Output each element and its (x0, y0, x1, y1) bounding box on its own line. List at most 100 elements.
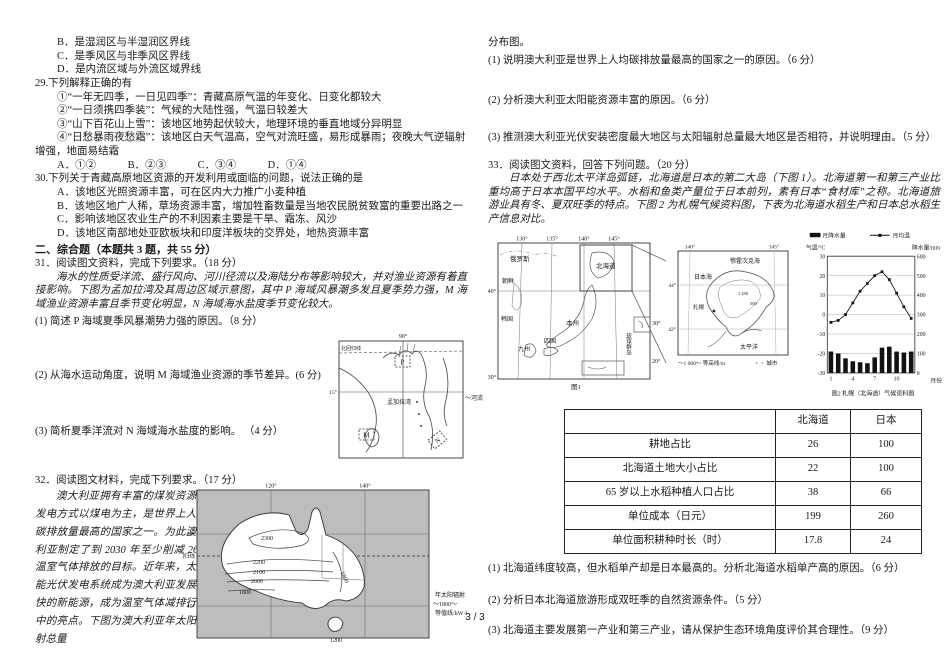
svg-text:0: 0 (822, 312, 825, 318)
hokkaido-okhotsk-label: 鄂霍次克海 (730, 257, 760, 265)
table-header-hokkaido: 北海道 (775, 408, 851, 434)
aus-lon-120-label: 120° (265, 483, 277, 490)
hokkaido-lon-145: 145° (769, 243, 779, 250)
bengal-bay-label: 孟加拉湾 (387, 398, 411, 406)
japan-lat-30-right: 30° (652, 320, 661, 327)
table-header-blank (564, 408, 776, 434)
q30-stem: 30.下列关于青藏高原地区资源的开发利用或面临的问题，说法正确的是 (35, 173, 364, 185)
table-row: 北海道土地大小占比 22 100 (564, 456, 922, 482)
svg-text:10: 10 (819, 293, 825, 299)
q28-option-c: C．是季风区与非季风区界线 (57, 50, 191, 62)
q32-sub2: (2) 分析澳大利亚太阳能资源丰富的原因。（6 分） (488, 95, 716, 107)
aus-lat-40-label: 40° (187, 603, 196, 610)
q33-sub2: (2) 分析日本北海道旅游形成双旺季的自然资源条件。（5 分） (488, 595, 768, 607)
hokkaido-pacific-label: 太平洋 (740, 343, 758, 351)
aus-lon-140-label: 140° (359, 483, 371, 490)
japan-lon-130: 130° (516, 235, 528, 242)
right-column: 分布图。 (1) 说明澳大利亚是世界上人均碳排放量最高的国家之一的原因。（6 分… (488, 30, 942, 638)
svg-text:300: 300 (917, 312, 926, 318)
japan-label-skorea: 韩国 (501, 315, 513, 323)
svg-text:30: 30 (819, 254, 825, 260)
q29-item-3: ③“山下百花山上雪”：该地区地势起伏较大，地理环境的垂直地域分异明显 (57, 118, 403, 130)
bengal-p-label: P (401, 359, 405, 367)
aus-iso-2000: 2000 (251, 579, 263, 585)
q31-sub1: (1) 简述 P 海域夏季风暴潮势力强的原因。（8 分） (35, 316, 263, 328)
japan-label-ryukyu: 琉球群岛 (625, 332, 632, 357)
q28-option-d: D．是内流区域与外流区域界线 (57, 64, 202, 76)
aus-iso-2200: 2200 (253, 560, 265, 566)
hokkaido-lat-44: 44° (668, 282, 676, 289)
hokkaido-lat-42: 42° (668, 326, 676, 333)
chart-temp-axis-label: 气温/°C (806, 243, 826, 251)
hokkaido-contour-500: 500 (750, 301, 758, 306)
japan-label-kyushu: 九州 (518, 345, 530, 353)
figure-row: 130° 135° 140° 145° 40° 30° (488, 231, 942, 403)
japan-lon-135: 135° (546, 235, 558, 242)
q28-option-b: B．是湿润区与半湿润区界线 (57, 37, 191, 48)
hokkaido-contour-legend: ～1 000～ 等高线/m (678, 359, 726, 367)
bengal-bay-map: 90° 北回归线 15° 孟加拉湾 P M N ～河流 (329, 333, 483, 459)
svg-text:-30: -30 (818, 371, 826, 377)
aus-lat-20-label: 20° (187, 531, 196, 538)
japan-lat-30-left: 30° (488, 374, 497, 381)
svg-text:500: 500 (917, 274, 926, 280)
q31-stem: 31．阅读图文资料，完成下列要求。（18 分） (35, 257, 243, 269)
svg-text:0: 0 (917, 371, 920, 377)
figure-2-caption: 图2 札幌（北海道）气候资料图 (832, 389, 915, 397)
hokkaido-inset-map: 140° 145° 44° 42° 札幌 1 200 500 日本海 鄂霍次克海… (668, 243, 789, 367)
q32-sub3: (3) 推测澳大利亚光伏安装密度最大地区与太阳辐射总量最大地区是否相符，并说明理… (488, 131, 936, 143)
aus-legend-line2: 等值线/kW·h/m² (435, 609, 467, 617)
chart-legend-temp: 月均温 (892, 231, 910, 239)
hokkaido-japan-sea-label: 日本海 (694, 273, 712, 281)
q32-material: 澳大利亚拥有丰富的煤炭资源，发电方式以煤电为主，是世界上人均碳排放量最高的国家之… (35, 491, 207, 645)
q32-sub1: (1) 说明澳大利亚是世界上人均碳排放量最高的国家之一的原因。（6 分） (488, 54, 821, 66)
q29-stem: 29.下列解释正确的有 (35, 77, 133, 89)
bengal-lat-15-label: 15° (329, 389, 337, 396)
svg-text:400: 400 (917, 293, 926, 299)
australia-solar-map: 120° 140° 20° 40° 南回归线 2300 2200 2100 20… (183, 483, 467, 645)
aus-legend-line1: 年太阳辐射 (435, 591, 465, 599)
japan-label-hokkaido: 北海道 (596, 261, 616, 270)
q30-option-d: D．该地区南部地处亚欧板块和印度洋板块的交界处，地热资源丰富 (57, 227, 370, 239)
q29-choices: A．①② B．②③ C．③④ D．①④ (57, 159, 307, 171)
svg-text:100: 100 (917, 351, 926, 357)
chart-x-axis-label: 月份 (930, 376, 942, 384)
chart-right-ticks: 0 100 200 300 400 500 600 (917, 254, 926, 377)
q29-item-4: ④“日愁暴雨夜愁霜”：该地区白天气温高，空气对流旺盛，易形成暴雨；夜晚大气逆辐射… (35, 132, 466, 158)
svg-text:4: 4 (851, 376, 854, 382)
svg-text:200: 200 (917, 332, 926, 338)
chart-precip-bars (828, 346, 914, 373)
bengal-tropic-label: 北回归线 (341, 345, 361, 352)
aus-iso-1800-west: 1800 (239, 590, 251, 596)
q30-option-c: C．影响该地区农业生产的不利因素主要是干旱、霜冻、风沙 (57, 214, 338, 226)
hokkaido-lon-140: 140° (685, 243, 695, 250)
aus-legend-symbol: ～1800～ (433, 602, 457, 608)
hokkaido-sapporo-label: 札幌 (693, 303, 705, 311)
section-2-heading: 二、综合题（本题共 3 题，共 55 分） (35, 243, 217, 256)
table-header-japan: 日本 (850, 408, 922, 434)
q29-item-1: ①“一年无四季，一日见四季”：青藏高原气温的年变化、日变化都较大 (57, 91, 382, 103)
svg-text:600: 600 (917, 254, 926, 260)
q30-option-a: A．该地区光照资源丰富，可在区内大力推广小麦种植 (57, 187, 307, 199)
figure-1-caption: 图1 (571, 383, 581, 391)
japan-label-shikoku: 四国 (544, 338, 556, 345)
table-header-row: 北海道 日本 (564, 408, 922, 434)
svg-text:1: 1 (829, 376, 832, 382)
chart-legend-precip: 月降水量 (822, 231, 845, 239)
bengal-lon-90-label: 90° (399, 333, 408, 340)
aus-iso-2300: 2300 (261, 536, 273, 542)
svg-text:10: 10 (894, 376, 900, 382)
table-row: 单位面积耕种时长（时） 17.8 24 (564, 528, 922, 554)
chart-temp-line (829, 270, 913, 324)
aus-iso-2100: 2100 (253, 570, 265, 576)
q31-sub2: (2) 从海水运动角度，说明 M 海域渔业资源的季节差异。(6 分) (35, 370, 321, 382)
japan-label-russia: 俄罗斯 (510, 254, 530, 263)
japan-map: 130° 135° 140° 145° 40° 30° (488, 235, 667, 391)
page-number: 3 / 3 (465, 612, 485, 623)
table-row: 单位成本（日元） 199 260 (564, 504, 922, 530)
svg-text:7: 7 (873, 376, 876, 382)
q32-material-continued: 分布图。 (488, 37, 530, 48)
